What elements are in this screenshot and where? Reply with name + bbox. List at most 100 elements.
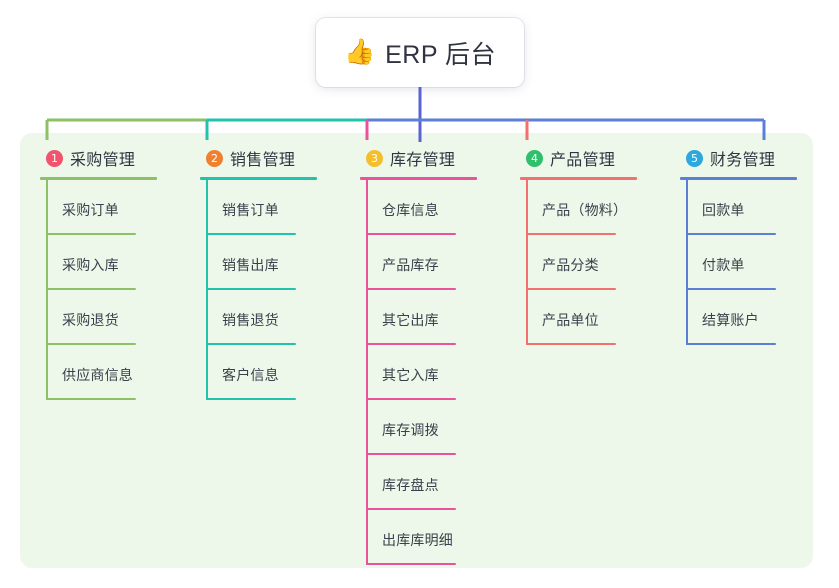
- branch-item-label: 结算账户: [702, 312, 759, 328]
- branch-item-label: 其它入库: [382, 367, 439, 383]
- thumbs-up-emoji: 👍: [343, 38, 376, 66]
- branch-item[interactable]: 采购订单: [40, 180, 157, 235]
- branch-item-label: 出库库明细: [382, 532, 453, 548]
- branch-item-label: 销售订单: [222, 202, 279, 218]
- connector-lines: [45, 87, 766, 142]
- branch-item[interactable]: 产品（物料）: [520, 180, 637, 235]
- root-node-card[interactable]: 👍 ERP 后台: [316, 18, 524, 87]
- branch-item[interactable]: 销售出库: [200, 235, 317, 290]
- branch-item-label: 其它出库: [382, 312, 439, 328]
- branch-item-rule: [526, 343, 616, 345]
- branch-item-label: 库存盘点: [382, 477, 439, 493]
- branch-item-label: 供应商信息: [62, 367, 133, 383]
- branch-item[interactable]: 采购入库: [40, 235, 157, 290]
- branch-item[interactable]: 结算账户: [680, 290, 797, 345]
- branch-item-label: 销售出库: [222, 257, 279, 273]
- branch-item-rule: [46, 288, 136, 290]
- branch-header-1[interactable]: 1 采购管理: [46, 146, 157, 170]
- branch-item-list: 销售订单销售出库销售退货客户信息: [200, 180, 317, 400]
- branch-header-rule: [200, 177, 317, 180]
- branch-item[interactable]: 库存调拨: [360, 400, 477, 455]
- branch-number-badge: 1: [46, 149, 63, 167]
- branch-item-label: 销售退货: [222, 312, 279, 328]
- root-node-content: 👍 ERP 后台: [344, 35, 496, 71]
- branch-item-rule: [686, 233, 776, 235]
- branch-item-rule: [526, 233, 616, 235]
- branch-item-label: 客户信息: [222, 367, 279, 383]
- branch-item-list: 回款单付款单结算账户: [680, 180, 797, 345]
- branch-number-badge: 2: [206, 149, 223, 167]
- branch-item-rule: [206, 288, 296, 290]
- branch-item[interactable]: 回款单: [680, 180, 797, 235]
- branch-item-rule: [526, 288, 616, 290]
- branch-item-rule: [46, 233, 136, 235]
- branch-item-rule: [686, 343, 776, 345]
- branch-item-rule: [366, 343, 456, 345]
- branch-item-list: 产品（物料） 产品分类产品单位: [520, 180, 637, 345]
- branch-header-3[interactable]: 3 库存管理: [366, 146, 477, 170]
- branch-item-rule: [206, 343, 296, 345]
- branch-item-label: 回款单: [702, 202, 745, 218]
- branches-panel: [20, 133, 813, 568]
- branch-spine: [686, 180, 688, 345]
- branch-item[interactable]: 库存盘点: [360, 455, 477, 510]
- branch-item[interactable]: 出库库明细: [360, 510, 477, 565]
- branch-item[interactable]: 仓库信息: [360, 180, 477, 235]
- branch-item-list: 仓库信息产品库存其它出库其它入库库存调拨库存盘点出库库明细: [360, 180, 477, 565]
- branch-spine: [46, 180, 48, 400]
- branch-item[interactable]: 客户信息: [200, 345, 317, 400]
- branch-title: 库存管理: [390, 152, 456, 169]
- branch-item-list: 采购订单采购入库采购退货供应商信息: [40, 180, 157, 400]
- branch-title: 销售管理: [230, 152, 296, 169]
- branch-item-label: 库存调拨: [382, 422, 439, 438]
- branch-item-rule: [366, 453, 456, 455]
- branch-header-rule: [520, 177, 637, 180]
- branch-item[interactable]: 销售退货: [200, 290, 317, 345]
- branch-item-rule: [366, 233, 456, 235]
- branch-item-rule: [46, 343, 136, 345]
- branch-item-rule: [206, 233, 296, 235]
- branch-column-5: 5 财务管理回款单付款单结算账户: [680, 146, 797, 345]
- branch-column-3: 3 库存管理仓库信息产品库存其它出库其它入库库存调拨库存盘点出库库明细: [360, 146, 477, 565]
- branch-item-rule: [46, 398, 136, 400]
- branch-title: 产品管理: [550, 152, 616, 169]
- branch-header-2[interactable]: 2 销售管理: [206, 146, 317, 170]
- branch-item-label: 采购退货: [62, 312, 119, 328]
- branch-header-rule: [680, 177, 797, 180]
- root-node-title: ERP 后台: [385, 40, 497, 69]
- branch-title: 财务管理: [710, 152, 776, 169]
- branch-item[interactable]: 产品单位: [520, 290, 637, 345]
- branch-item[interactable]: 采购退货: [40, 290, 157, 345]
- branch-item[interactable]: 其它出库: [360, 290, 477, 345]
- branch-item[interactable]: 产品分类: [520, 235, 637, 290]
- branch-spine: [366, 180, 368, 565]
- branch-item-label: 采购入库: [62, 257, 119, 273]
- branch-item-label: 产品单位: [542, 312, 599, 328]
- branch-header-rule: [40, 177, 157, 180]
- branch-number-badge: 5: [686, 149, 703, 167]
- branch-item-rule: [686, 288, 776, 290]
- branch-item-label: 产品（物料）: [542, 202, 628, 218]
- branch-column-1: 1 采购管理采购订单采购入库采购退货供应商信息: [40, 146, 157, 400]
- branch-item-rule: [366, 398, 456, 400]
- branch-title: 采购管理: [70, 152, 136, 169]
- branch-item-label: 采购订单: [62, 202, 119, 218]
- branch-item-rule: [366, 508, 456, 510]
- branch-item-label: 仓库信息: [382, 202, 439, 218]
- branch-header-5[interactable]: 5 财务管理: [686, 146, 797, 170]
- branch-item-label: 产品分类: [542, 257, 599, 273]
- branch-item-rule: [366, 288, 456, 290]
- branch-column-2: 2 销售管理销售订单销售出库销售退货客户信息: [200, 146, 317, 400]
- branch-item[interactable]: 销售订单: [200, 180, 317, 235]
- branch-item-rule: [366, 563, 456, 565]
- branch-item[interactable]: 供应商信息: [40, 345, 157, 400]
- branch-item-label: 产品库存: [382, 257, 439, 273]
- branch-item-label: 付款单: [702, 257, 745, 273]
- branch-item[interactable]: 付款单: [680, 235, 797, 290]
- branch-item[interactable]: 产品库存: [360, 235, 477, 290]
- branch-item[interactable]: 其它入库: [360, 345, 477, 400]
- branch-number-badge: 3: [366, 149, 383, 167]
